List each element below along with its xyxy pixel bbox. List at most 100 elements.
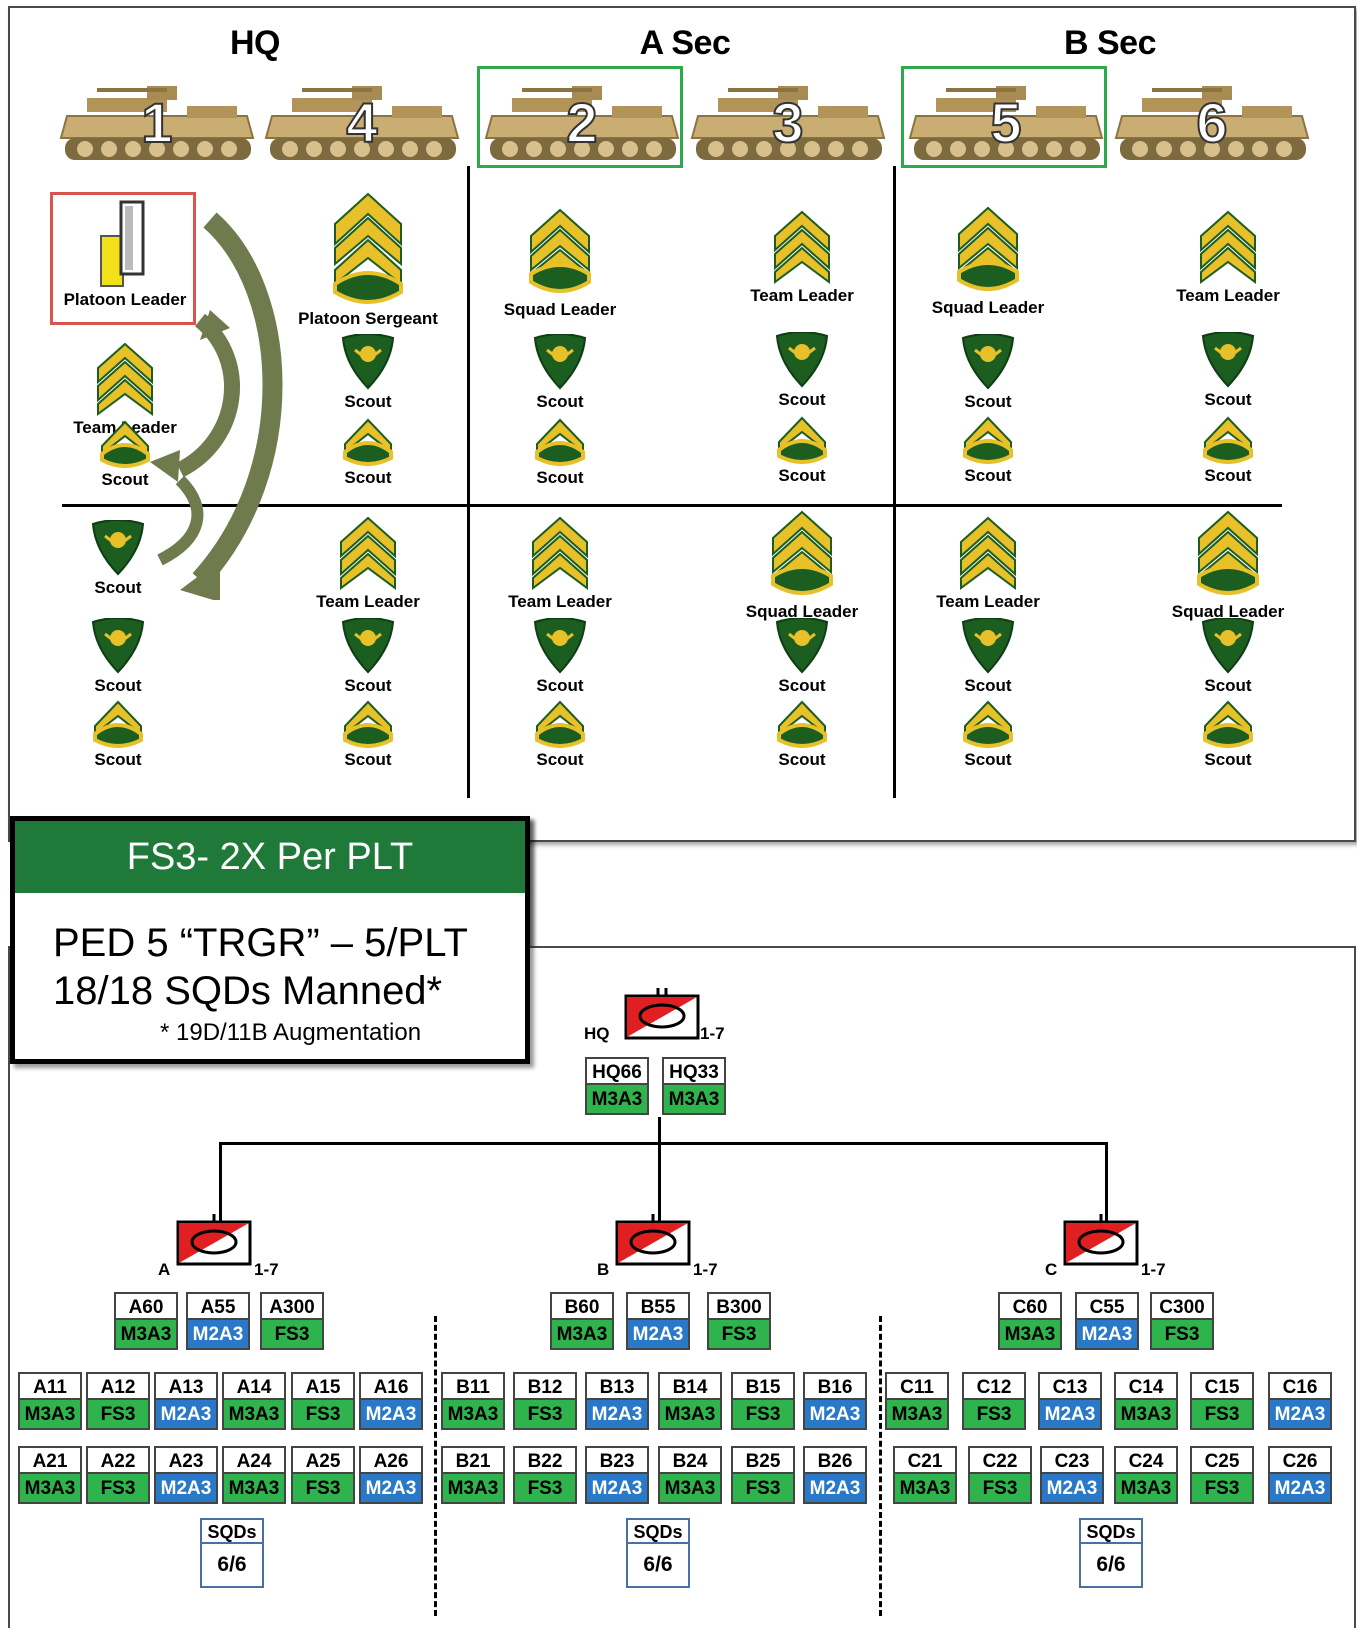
role-scout: Scout [288, 618, 448, 696]
fs3-callout-note-front: * 19D/11B Augmentation [15, 1019, 525, 1047]
fs3-callout-line2-front: 18/18 SQDs Manned* [15, 967, 525, 1015]
vehicle-type: M2A3 [1075, 1320, 1139, 1350]
role-squad-leader: Squad Leader [722, 510, 882, 622]
bradley-vehicle-3: 3 [688, 76, 888, 176]
vehicle-callsign: C24M3A3 [1114, 1446, 1178, 1506]
vehicle-type: M3A3 [662, 1085, 726, 1115]
private-first-class-rank-icon [1148, 416, 1308, 464]
vehicle-type: FS3 [260, 1320, 324, 1350]
vehicle-id: B11 [441, 1372, 505, 1400]
role-label: Scout [908, 676, 1068, 696]
role-scout: Scout [480, 418, 640, 488]
first-lieutenant-bar-icon [45, 198, 205, 288]
vehicle-id: B25 [731, 1446, 795, 1474]
vehicle-type: FS3 [513, 1474, 577, 1504]
vehicle-callsign: B16M2A3 [803, 1372, 867, 1432]
troop-label: C [1045, 1260, 1057, 1280]
role-label: Scout [480, 750, 640, 770]
role-scout: Scout [1148, 700, 1308, 770]
vehicle-id: C26 [1268, 1446, 1332, 1474]
role-label: Scout [38, 578, 198, 598]
troop-unit-symbol [615, 1214, 695, 1266]
squads-value: 6/6 [200, 1544, 264, 1588]
private-first-class-rank-icon [45, 420, 205, 468]
role-scout: Scout [480, 700, 640, 770]
role-scout: Scout [45, 420, 205, 490]
vehicle-id: HQ66 [585, 1057, 649, 1085]
a-sec-lead-vehicle-highlight [477, 66, 683, 168]
role-label: Scout [480, 392, 640, 412]
vehicle-type: M3A3 [114, 1320, 178, 1350]
squads-manned-box: SQDs6/6 [1079, 1518, 1143, 1588]
squads-label: SQDs [200, 1518, 264, 1544]
vehicle-id: C15 [1190, 1372, 1254, 1400]
vehicle-id: A15 [291, 1372, 355, 1400]
vehicle-id: B13 [585, 1372, 649, 1400]
vehicle-callsign: C23M2A3 [1040, 1446, 1104, 1506]
vehicle-type: M2A3 [1038, 1400, 1102, 1430]
staff-sergeant-chevron-icon [1148, 510, 1308, 600]
hq-unit-label: HQ [584, 1024, 610, 1044]
hq-unit-suffix: 1-7 [700, 1024, 725, 1044]
role-label: Scout [288, 392, 448, 412]
vehicle-type: M3A3 [1114, 1400, 1178, 1430]
vehicle-id: B300 [707, 1292, 771, 1320]
role-platoon-leader: Platoon Leader [45, 198, 205, 310]
role-label: Scout [288, 676, 448, 696]
vehicle-type: FS3 [1150, 1320, 1214, 1350]
org-connector-hq-down [658, 1117, 661, 1145]
section-title-b-sec: B Sec [990, 24, 1230, 63]
sergeant-chevron-icon [288, 516, 448, 590]
vehicle-type: FS3 [731, 1474, 795, 1504]
role-label: Scout [38, 676, 198, 696]
role-label: Squad Leader [908, 298, 1068, 318]
specialist-rank-icon [480, 618, 640, 674]
vehicle-id: C300 [1150, 1292, 1214, 1320]
sergeant-chevron-icon [1148, 210, 1308, 284]
role-scout: Scout [722, 700, 882, 770]
specialist-rank-icon [38, 618, 198, 674]
vehicle-type: M2A3 [154, 1474, 218, 1504]
bradley-vehicle-6: 6 [1112, 76, 1312, 176]
role-label: Scout [288, 750, 448, 770]
role-scout: Scout [908, 334, 1068, 412]
sergeant-chevron-icon [480, 516, 640, 590]
vehicle-type: FS3 [707, 1320, 771, 1350]
vehicle-type: FS3 [291, 1400, 355, 1430]
vehicle-callsign: C60M3A3 [998, 1292, 1062, 1352]
vehicle-type: M3A3 [18, 1474, 82, 1504]
squads-value: 6/6 [1079, 1544, 1143, 1588]
vehicle-type: M2A3 [1040, 1474, 1104, 1504]
specialist-rank-icon [722, 618, 882, 674]
vehicle-callsign: A23M2A3 [154, 1446, 218, 1506]
role-label: Platoon Leader [45, 290, 205, 310]
role-scout: Scout [722, 332, 882, 410]
role-squad-leader: Squad Leader [1148, 510, 1308, 622]
fs3-callout-line1-front: PED 5 “TRGR” – 5/PLT [15, 919, 525, 967]
vehicle-id: C23 [1040, 1446, 1104, 1474]
role-label: Scout [722, 676, 882, 696]
vehicle-callsign: C300FS3 [1150, 1292, 1214, 1352]
private-first-class-rank-icon [1148, 700, 1308, 748]
specialist-rank-icon [908, 618, 1068, 674]
role-label: Squad Leader [480, 300, 640, 320]
vehicle-type: M2A3 [186, 1320, 250, 1350]
role-label: Scout [908, 392, 1068, 412]
role-team-leader: Team Leader [480, 516, 640, 612]
private-first-class-rank-icon [480, 418, 640, 466]
staff-sergeant-chevron-icon [722, 510, 882, 600]
role-label: Team Leader [908, 592, 1068, 612]
fs3-callout-header-front: FS3- 2X Per PLT [15, 821, 525, 893]
section-title-hq: HQ [135, 24, 375, 63]
vehicle-id: A300 [260, 1292, 324, 1320]
role-scout: Scout [908, 700, 1068, 770]
